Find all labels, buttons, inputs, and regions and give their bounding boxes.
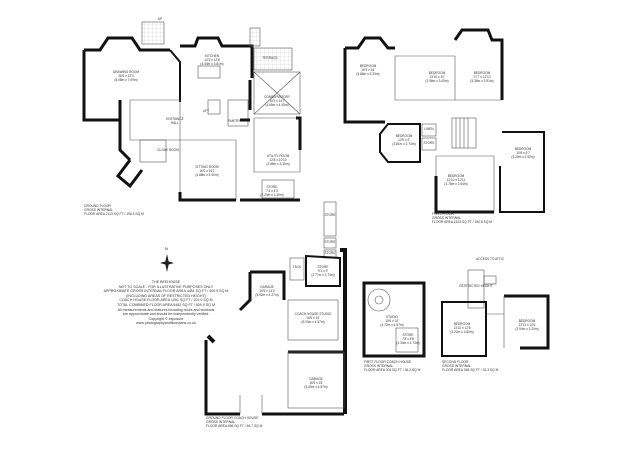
access-to-attic-label: ACCESS TO ATTIC [476,257,504,261]
room-label-coach-store-3: STORE [324,251,336,255]
stairs-up-label: UP [157,17,163,21]
room-label-terrace: TERRACE [262,56,278,60]
second-floor-plan [441,269,550,357]
room-label-cloak-room: CLOAK ROOM [157,148,179,152]
note-line: TOTAL COMBINED FLOOR AREA 5482 SQ FT / 5… [117,302,215,307]
disclaimer-line: All measurements and features including … [117,307,215,312]
disclaimer-line: are approximate and should be independen… [122,312,210,317]
room-label-pantry: PANTRY [227,119,241,123]
room-label-coach-store-1: STORE [324,213,336,217]
room-label-restricted-height: RESTRICTED HEIGHT [459,284,493,288]
compass-rose: N [160,246,174,281]
coach-house-ground-plan [204,201,347,416]
note-line: (INCLUDING AREAS OF RESTRICTED HEIGHT) [126,293,206,298]
room-label-first-store: STORE [423,141,435,145]
website-link[interactable]: www.photographyandfloorplans.co.uk [136,321,196,326]
copyright-line: Copyright © exposure [148,316,184,321]
property-title: THE BEEHOUSE [151,280,181,284]
first-floor-plan [343,28,545,214]
note-line: APPROXIMATE GROSS INTERNAL FLOOR AREA 44… [103,289,229,294]
room-label-tack: TACK [292,265,302,269]
plan-notes: THE BEEHOUSE NOT TO SCALE - FOR ILLUSTRA… [104,280,229,326]
room-label-lift: LIFT [202,109,210,113]
room-label-coach-store-2: STORE [324,240,336,244]
note-line: NOT TO SCALE - FOR ILLUSTRATIVE PURPOSES… [118,284,214,289]
coach-house-first-plan [362,281,426,358]
compass-north-label: N [165,246,168,251]
ground-floor-plan [82,21,302,202]
room-label-linen: LINEN [424,127,434,131]
note-line: COACH HOUSE FLOOR AREA 1001 SQ FT / 101.… [119,298,213,303]
